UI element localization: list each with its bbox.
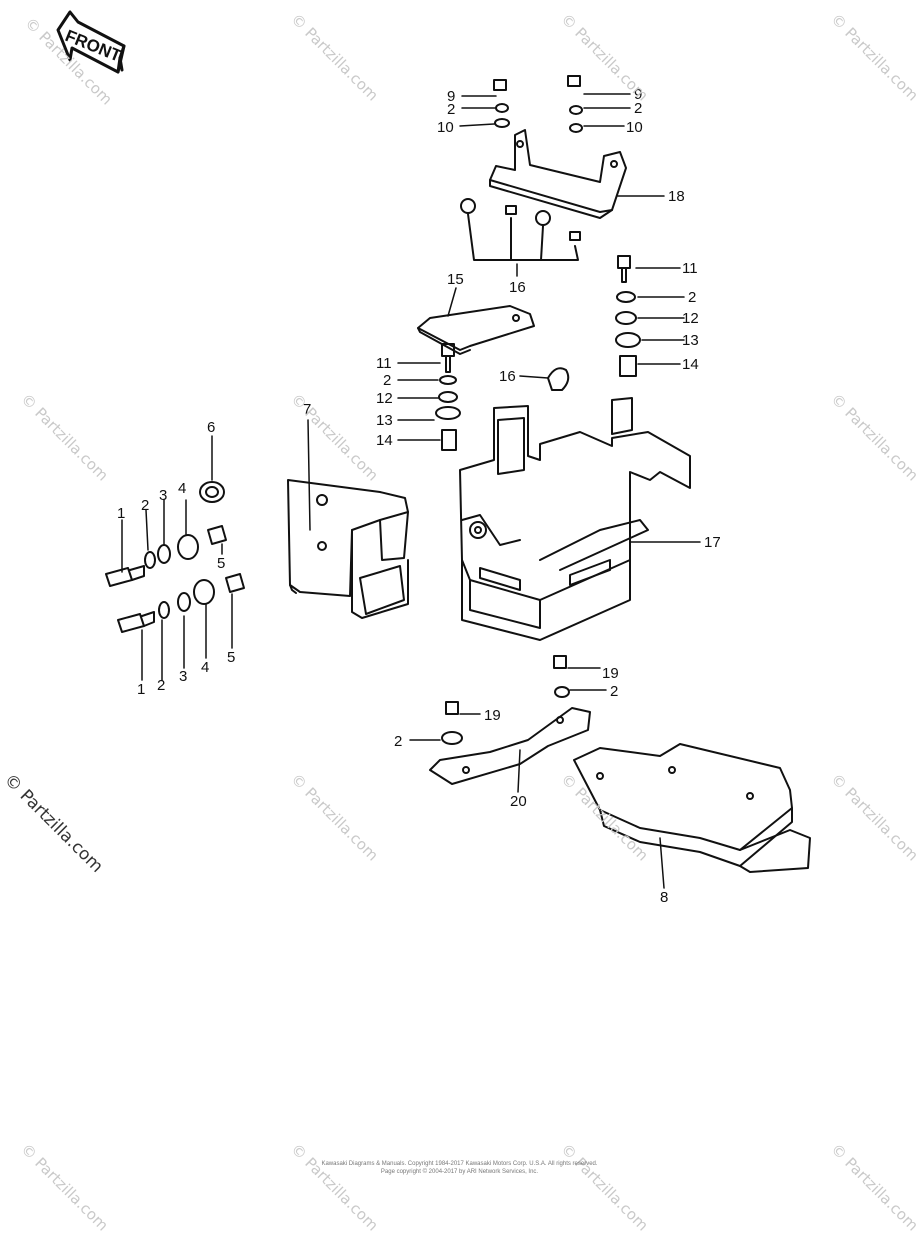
callout-5: 5 — [217, 555, 225, 572]
callout-16: 16 — [509, 279, 526, 296]
part-17-battery-case — [459, 397, 691, 641]
callout-2: 2 — [447, 101, 455, 118]
part-7-bracket — [287, 479, 409, 619]
callout-14: 14 — [682, 356, 699, 373]
callout-7: 7 — [303, 401, 311, 418]
left-hardware — [105, 481, 245, 633]
leader-lines — [121, 93, 701, 889]
callout-2: 2 — [141, 497, 149, 514]
right-hardware — [441, 75, 641, 745]
part-8-battery-cover — [573, 743, 811, 873]
callout-9: 9 — [447, 88, 455, 105]
copyright-line: Page copyright © 2004-2017 by ARI Networ… — [380, 1169, 539, 1175]
callout-2: 2 — [157, 677, 165, 694]
callout-3: 3 — [179, 668, 187, 685]
callout-20: 20 — [510, 793, 527, 810]
callout-13: 13 — [376, 412, 393, 429]
callout-2: 2 — [688, 289, 696, 306]
callout-2: 2 — [394, 733, 402, 750]
callout-18: 18 — [668, 188, 685, 205]
callout-labels: 9 2 10 9 2 10 18 16 15 11 2 12 13 14 11 … — [117, 86, 721, 906]
callout-15: 15 — [447, 271, 464, 288]
callout-13: 13 — [682, 332, 699, 349]
callout-11: 11 — [682, 260, 698, 277]
copyright-line: Kawasaki Diagrams & Manuals. Copyright 1… — [321, 1161, 598, 1167]
callout-12: 12 — [376, 390, 393, 407]
part-20-plate — [429, 707, 591, 785]
center-hardware — [435, 343, 461, 451]
part-18-bracket — [489, 129, 627, 219]
callout-8: 8 — [660, 889, 668, 906]
parts-diagram: FRONT — [56, 10, 811, 906]
callout-10: 10 — [437, 119, 454, 136]
callout-12: 12 — [682, 310, 699, 327]
callout-2: 2 — [610, 683, 618, 700]
callout-1: 1 — [137, 681, 145, 698]
callout-16: 16 — [499, 368, 516, 385]
callout-10: 10 — [626, 119, 643, 136]
callout-3: 3 — [159, 487, 167, 504]
callout-4: 4 — [178, 480, 186, 497]
callout-2: 2 — [383, 372, 391, 389]
copyright-notice: Kawasaki Diagrams & Manuals. Copyright 1… — [0, 1160, 919, 1176]
callout-19: 19 — [484, 707, 501, 724]
callout-6: 6 — [207, 419, 215, 436]
part-16-grommets — [460, 198, 581, 391]
callout-11: 11 — [376, 355, 392, 372]
callout-19: 19 — [602, 665, 619, 682]
callout-17: 17 — [704, 534, 721, 551]
callout-5: 5 — [227, 649, 235, 666]
callout-2: 2 — [634, 100, 642, 117]
callout-1: 1 — [117, 505, 125, 522]
callout-4: 4 — [201, 659, 209, 676]
callout-9: 9 — [634, 86, 642, 103]
part-15-plate — [417, 305, 535, 355]
callout-14: 14 — [376, 432, 393, 449]
